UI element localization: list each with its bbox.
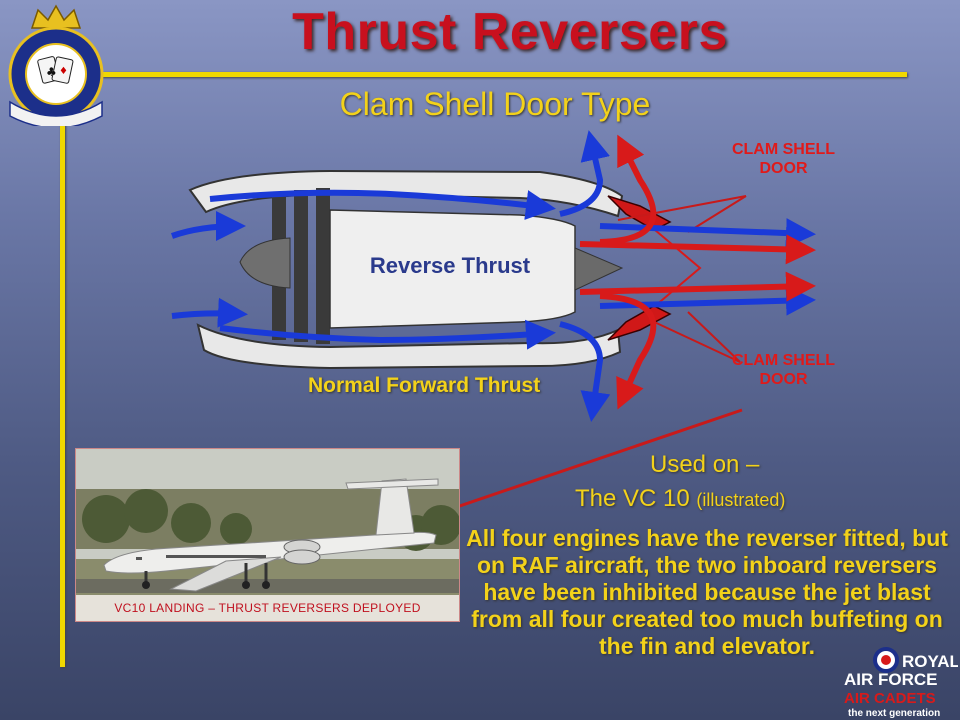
- label-clam-shell-door-bottom: CLAM SHELL DOOR: [731, 352, 836, 388]
- used-on-heading: Used on –: [650, 451, 760, 478]
- logo-line-aircadets: AIR CADETS: [844, 690, 936, 707]
- left-rule: [60, 72, 65, 667]
- tail-cone: [574, 247, 624, 291]
- slide-title: Thrust Reversers: [292, 3, 728, 61]
- squadron-crest: ♣ ♦: [8, 4, 104, 126]
- body-paragraph: All four engines have the reverser fitte…: [466, 525, 948, 659]
- label-clam-shell-door-top: CLAM SHELL DOOR: [731, 141, 836, 177]
- logo-line-airforce: AIR FORCE: [844, 670, 938, 689]
- nacelle-lower: [196, 323, 622, 370]
- photo-caption: VC10 LANDING – THRUST REVERSERS DEPLOYED: [76, 595, 459, 621]
- svg-text:♣: ♣: [46, 65, 57, 79]
- aircraft-note: (illustrated): [696, 490, 786, 510]
- clam-shell-door-bottom: [607, 305, 672, 341]
- vc10-photo: VC10 LANDING – THRUST REVERSERS DEPLOYED: [75, 448, 460, 622]
- aircraft-name: The VC 10: [575, 485, 690, 512]
- door-hinge-lines: [654, 229, 702, 307]
- title-underline: [60, 72, 907, 77]
- raf-air-cadets-logo: ROYAL AIR FORCE AIR CADETS the next gene…: [844, 647, 958, 718]
- deflected-flow-arrows: [559, 130, 611, 422]
- reverse-flow-arrows: [579, 134, 816, 410]
- slide-subtitle: Clam Shell Door Type: [339, 86, 651, 122]
- label-reverse-thrust: Reverse Thrust: [369, 253, 531, 278]
- aircraft-line: The VC 10 (illustrated): [575, 485, 785, 513]
- nose-cone: [239, 237, 291, 289]
- logo-line-royal: ROYAL: [902, 652, 958, 671]
- logo-line-tagline: the next generation: [848, 708, 940, 718]
- svg-text:♦: ♦: [59, 66, 68, 77]
- label-normal-forward-thrust: Normal Forward Thrust: [308, 374, 541, 397]
